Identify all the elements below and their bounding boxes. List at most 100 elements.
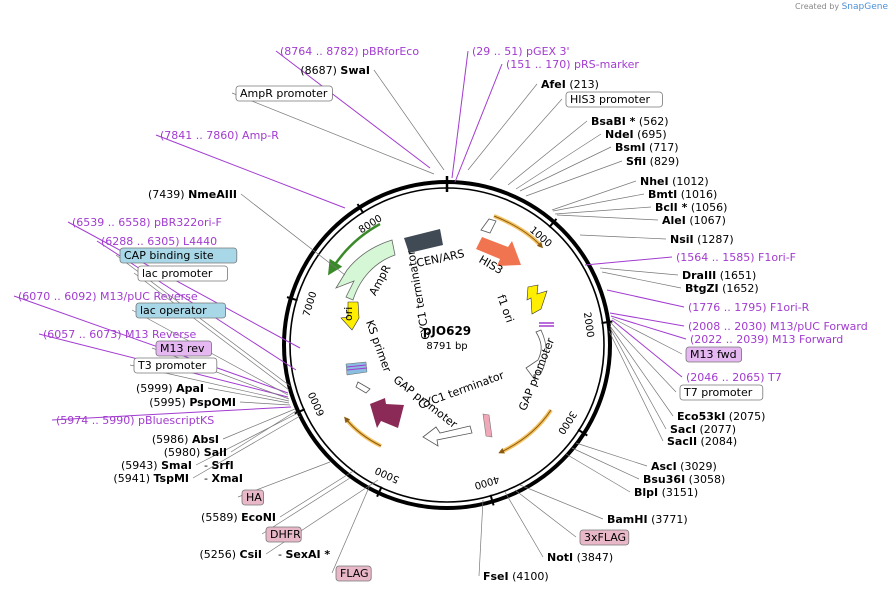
- gap-promoter-right-arrow: [525, 329, 547, 382]
- label-text-bsu36i: Bsu36I (3058): [643, 473, 725, 486]
- orange-arc-left-line: [344, 416, 382, 447]
- leader-ndei: [515, 133, 602, 190]
- label-text-f1ori-f: (1564 .. 1585) F1ori-F: [676, 251, 796, 264]
- label-absi[interactable]: (5986) AbsI: [152, 433, 219, 446]
- label-csii[interactable]: (5256) CsiI: [199, 548, 262, 561]
- label-alei[interactable]: AleI (1067): [662, 214, 726, 227]
- leader-bsu36i: [571, 447, 640, 480]
- leader-nmeaiii: [240, 193, 346, 276]
- label-sacii[interactable]: SacII (2084): [667, 435, 737, 448]
- label-bsmi[interactable]: BsmI (717): [615, 141, 679, 154]
- label-m13-puc-reverse[interactable]: (6070 .. 6092) M13/pUC Reverse: [18, 290, 198, 303]
- label-m13-rev[interactable]: M13 rev: [155, 340, 212, 357]
- label-dhfr[interactable]: DHFR: [265, 526, 302, 543]
- label-ndei[interactable]: NdeI (695): [605, 128, 667, 141]
- leader-asci: [575, 442, 648, 467]
- label-text-sexai: - SexAI *: [278, 548, 330, 561]
- label-text-swai: (8687) SwaI: [300, 64, 370, 77]
- label-pbr322ori-f[interactable]: (6539 .. 6558) pBR322ori-F: [72, 216, 222, 229]
- label-srfi[interactable]: - SrfI: [204, 459, 234, 472]
- leader-nhei: [551, 180, 637, 211]
- label-blpi[interactable]: BlpI (3151): [634, 486, 698, 499]
- label-bsu36i[interactable]: Bsu36I (3058): [643, 473, 725, 486]
- label-text-btgzi: BtgZI (1652): [685, 282, 759, 295]
- label-m13-fwd[interactable]: M13 fwd: [685, 346, 742, 363]
- ori-arrow: [340, 301, 360, 331]
- his3-promoter-arrow: [480, 218, 497, 234]
- label-noti[interactable]: NotI (3847): [547, 551, 613, 564]
- label-saci[interactable]: SacI (2077): [670, 423, 736, 436]
- label-nhei[interactable]: NheI (1012): [640, 175, 709, 188]
- label-m13-reverse[interactable]: (6057 .. 6073) M13 Reverse: [43, 328, 196, 341]
- label-text-pbluescriptks: (5974 .. 5990) pBluescriptKS: [56, 414, 214, 427]
- label-m13-puc-forward[interactable]: (2008 .. 2030) M13/pUC Forward: [688, 320, 868, 333]
- label-eco53ki[interactable]: Eco53kI (2075): [677, 410, 765, 423]
- label-text-pbr322ori-f: (6539 .. 6558) pBR322ori-F: [72, 216, 222, 229]
- label-pbrforeco[interactable]: (8764 .. 8782) pBRforEco: [280, 45, 419, 58]
- label-amp-r[interactable]: (7841 .. 7860) Amp-R: [160, 129, 279, 142]
- label-pgex3[interactable]: (29 .. 51) pGEX 3': [472, 45, 570, 58]
- label-text-pbrforeco: (8764 .. 8782) pBRforEco: [280, 45, 419, 58]
- label-text-his3-promoter: HIS3 promoter: [570, 93, 651, 106]
- label-bsabi[interactable]: BsaBI * (562): [591, 115, 669, 128]
- label-3xflag[interactable]: 3xFLAG: [579, 529, 630, 546]
- label-cap-binding-site[interactable]: CAP binding site: [119, 247, 238, 264]
- label-t7-promoter[interactable]: T7 promoter: [679, 384, 764, 401]
- label-apai[interactable]: (5999) ApaI: [136, 382, 204, 395]
- label-sfii[interactable]: SfiI (829): [626, 155, 679, 168]
- leader-3xflag: [514, 489, 577, 538]
- label-draiii[interactable]: DraIII (1651): [682, 269, 756, 282]
- label-bcli[interactable]: BclI * (1056): [655, 201, 727, 214]
- label-f1ori-r[interactable]: (1776 .. 1795) F1ori-R: [688, 301, 810, 314]
- label-text-eco53ki: Eco53kI (2075): [677, 410, 765, 423]
- leader-flag: [331, 484, 371, 574]
- label-text-lac-promoter: lac promoter: [142, 267, 213, 280]
- label-sali[interactable]: (5980) SalI: [164, 446, 227, 459]
- label-text-m13-puc-forward: (2008 .. 2030) M13/pUC Forward: [688, 320, 868, 333]
- leader-dhfr: [261, 477, 351, 535]
- leader-draiii: [599, 267, 679, 276]
- label-t3-promoter[interactable]: T3 promoter: [133, 357, 218, 374]
- label-text-alei: AleI (1067): [662, 214, 726, 227]
- label-btgzi[interactable]: BtgZI (1652): [685, 282, 759, 295]
- label-tspmi[interactable]: (5941) TspMI: [113, 472, 189, 485]
- label-afei[interactable]: AfeI (213): [541, 78, 599, 91]
- tick-label-5000: 5000: [373, 464, 401, 485]
- label-text-3xflag: 3xFLAG: [584, 531, 626, 544]
- label-text-m13-reverse: (6057 .. 6073) M13 Reverse: [43, 328, 196, 341]
- label-text-bcli: BclI * (1056): [655, 201, 727, 214]
- label-ha[interactable]: HA: [241, 489, 265, 506]
- label-pspomi[interactable]: (5995) PspOMI: [149, 396, 236, 409]
- label-smai[interactable]: (5943) SmaI: [121, 459, 192, 472]
- label-pbluescriptks[interactable]: (5974 .. 5990) pBluescriptKS: [56, 414, 214, 427]
- label-l4440[interactable]: (6288 .. 6305) L4440: [101, 235, 217, 248]
- label-flag[interactable]: FLAG: [335, 565, 372, 582]
- label-t7[interactable]: (2046 .. 2065) T7: [686, 371, 782, 384]
- leader-lac-promoter: [133, 272, 290, 391]
- label-m13-forward[interactable]: (2022 .. 2039) M13 Forward: [690, 333, 843, 346]
- label-sexai[interactable]: - SexAI *: [278, 548, 330, 561]
- leader-m13-rev: [151, 347, 290, 400]
- orange-arc-top-line: [493, 215, 544, 249]
- label-nmeaiii[interactable]: (7439) NmeAIII: [148, 188, 237, 201]
- label-swai[interactable]: (8687) SwaI: [300, 64, 370, 77]
- label-xmai[interactable]: - XmaI: [204, 472, 243, 485]
- label-bmti[interactable]: BmtI (1016): [648, 188, 717, 201]
- leader-ampr-promoter: [231, 92, 435, 175]
- leader-econi: [279, 469, 356, 518]
- label-ampr-promoter[interactable]: AmpR promoter: [235, 85, 333, 102]
- label-prs-marker[interactable]: (151 .. 170) pRS-marker: [506, 58, 639, 71]
- label-box-cap-binding-site: [119, 247, 238, 264]
- label-econi[interactable]: (5589) EcoNI: [201, 511, 276, 524]
- label-lac-operator[interactable]: lac operator: [135, 302, 226, 319]
- label-asci[interactable]: AscI (3029): [651, 460, 717, 473]
- label-f1ori-f[interactable]: (1564 .. 1585) F1ori-F: [676, 251, 796, 264]
- label-box-m13-fwd: [685, 346, 742, 363]
- plasmid-name: pJO629: [423, 324, 471, 338]
- label-bamhi[interactable]: BamHI (3771): [607, 513, 688, 526]
- label-text-csii: (5256) CsiI: [199, 548, 262, 561]
- label-lac-promoter[interactable]: lac promoter: [137, 265, 228, 282]
- label-nsii[interactable]: NsiI (1287): [670, 233, 734, 246]
- label-his3-promoter[interactable]: HIS3 promoter: [565, 91, 663, 108]
- label-fsei[interactable]: FseI (4100): [483, 570, 549, 583]
